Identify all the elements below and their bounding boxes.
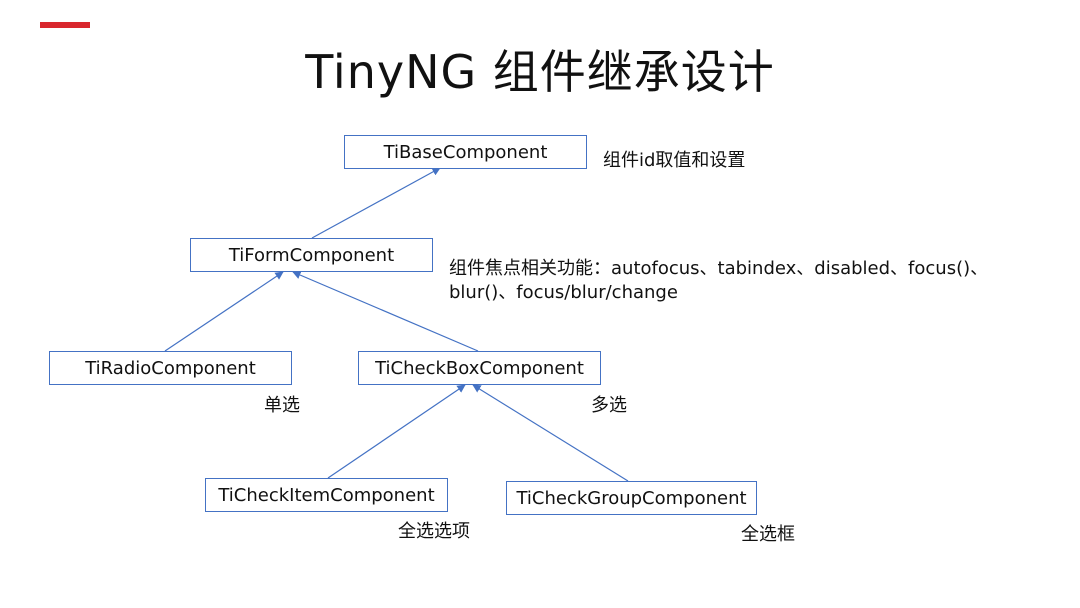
accent-bar (40, 22, 90, 28)
edge-checkbox-to-form (292, 271, 479, 352)
note-checkgroup: 全选框 (741, 524, 795, 545)
note-form-line1: 组件焦点相关功能：autofocus、tabindex、disabled、foc… (449, 258, 989, 279)
edge-checkgroup-to-checkbox (472, 384, 629, 482)
note-checkbox: 多选 (591, 395, 627, 416)
edge-radio-to-form (164, 271, 284, 352)
edge-form-to-base (311, 167, 441, 239)
node-ti-base-component: TiBaseComponent (344, 135, 587, 169)
note-base: 组件id取值和设置 (603, 150, 746, 171)
node-ti-checkbox-component: TiCheckBoxComponent (358, 351, 601, 385)
node-ti-form-component: TiFormComponent (190, 238, 433, 272)
node-ti-radio-component: TiRadioComponent (49, 351, 292, 385)
note-checkitem: 全选选项 (398, 521, 470, 542)
node-ti-checkgroup-component: TiCheckGroupComponent (506, 481, 757, 515)
note-form-line2: blur()、focus/blur/change (449, 282, 678, 303)
page-title: TinyNG 组件继承设计 (305, 45, 775, 99)
note-radio: 单选 (264, 395, 300, 416)
edge-checkitem-to-checkbox (327, 384, 466, 479)
node-ti-checkitem-component: TiCheckItemComponent (205, 478, 448, 512)
